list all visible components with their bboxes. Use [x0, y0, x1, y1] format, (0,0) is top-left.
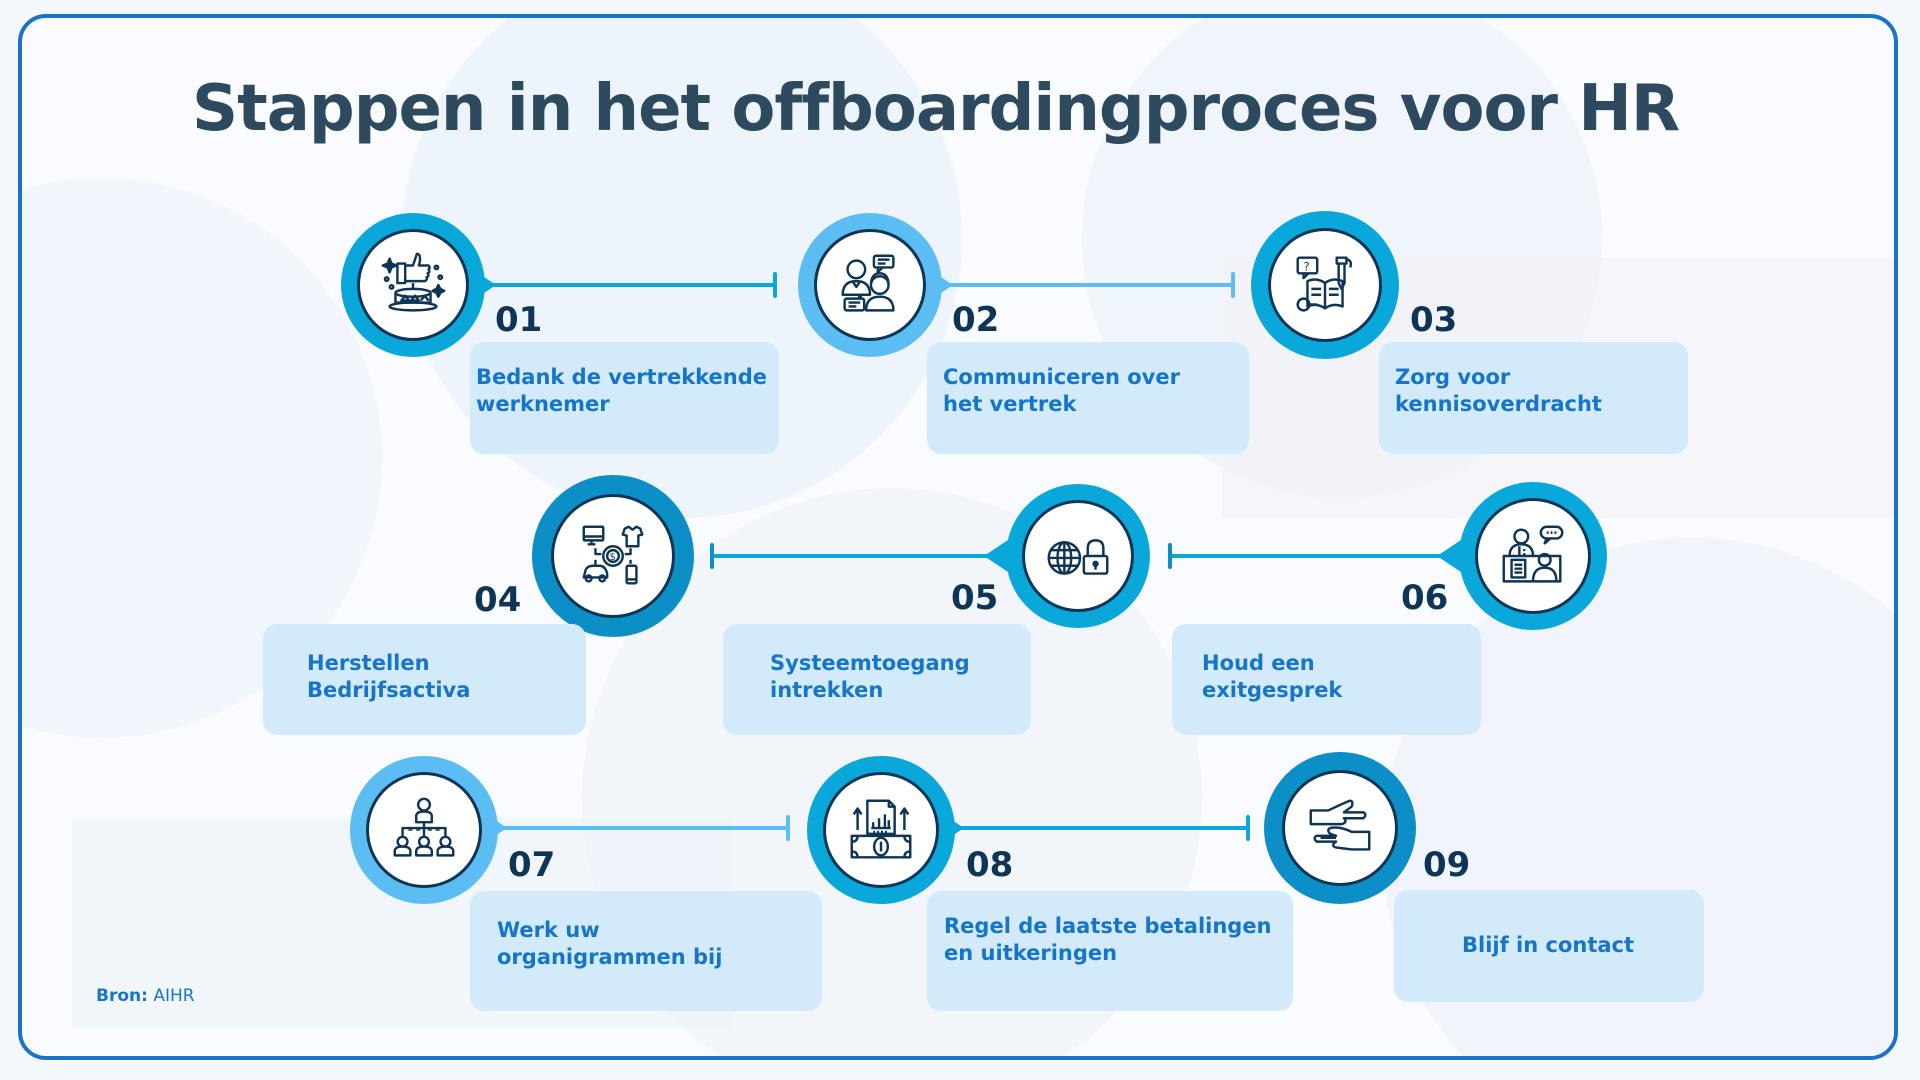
step-icon-holder: $ — [551, 494, 675, 618]
people-conversation-icon — [841, 254, 895, 312]
payment-report-icon — [850, 799, 912, 859]
globe-lock-icon — [1047, 539, 1109, 575]
step-label: Houd een exitgesprek — [1202, 651, 1343, 702]
step-number: 02 — [952, 300, 1000, 340]
connector-line-05-04 — [712, 554, 1002, 558]
step-card: Communiceren over het vertrek — [927, 342, 1249, 454]
step-card: Regel de laatste betalingen en uitkering… — [927, 891, 1293, 1011]
connector-cap — [1231, 272, 1235, 298]
step-number: 06 — [1401, 578, 1449, 618]
step-label: Bedank de vertrekkende werknemer — [476, 365, 768, 416]
step-card: Houd een exitgesprek — [1172, 624, 1481, 735]
step-card: Herstellen Bedrijfsactiva — [263, 624, 586, 735]
step-icon-holder: ? — [1268, 228, 1382, 342]
step-card: Systeemtoegang intrekken — [723, 624, 1031, 735]
step-label: Werk uw organigrammen bij — [497, 918, 723, 969]
step-label: Communiceren over het vertrek — [943, 365, 1180, 416]
step-number: 01 — [495, 300, 543, 340]
knowledge-book-icon: ? — [1296, 256, 1353, 312]
connector-line-08-09 — [958, 826, 1248, 830]
step-label: Zorg voor kennisoverdracht — [1395, 365, 1602, 416]
source-credit: Bron: AIHR — [96, 986, 195, 1006]
source-value: AIHR — [153, 986, 195, 1006]
connector-cap — [1246, 815, 1250, 841]
step-number: 09 — [1423, 845, 1471, 885]
company-assets-icon: $ — [582, 525, 644, 585]
step-label: Blijf in contact — [1462, 933, 1635, 957]
step-number: 07 — [508, 845, 556, 885]
step-card: Blijf in contact — [1394, 890, 1704, 1002]
step-icon-holder — [1475, 498, 1591, 614]
step-icon-holder — [823, 772, 939, 888]
connector-cap — [710, 543, 714, 569]
connector-line-01-02 — [490, 283, 775, 287]
step-card: Werk uw organigrammen bij — [470, 891, 822, 1011]
step-number: 08 — [966, 845, 1014, 885]
step-icon-holder — [357, 229, 469, 341]
step-label: Regel de laatste betalingen en uitkering… — [944, 914, 1272, 965]
handshake-icon — [1309, 799, 1371, 851]
connector-cap — [773, 272, 777, 298]
step-card: Zorg voor kennisoverdracht — [1379, 342, 1688, 454]
org-chart-icon — [393, 797, 455, 857]
step-number: 05 — [951, 578, 999, 618]
exit-interview-icon — [1502, 525, 1564, 583]
step-icon-holder — [814, 229, 926, 341]
connector-cap — [1168, 543, 1172, 569]
step-icon-holder — [1282, 770, 1398, 886]
step-icon-holder — [1022, 500, 1134, 612]
step-label: Systeemtoegang intrekken — [770, 651, 970, 702]
step-label: Herstellen Bedrijfsactiva — [307, 651, 471, 702]
svg-text:?: ? — [1304, 259, 1310, 273]
svg-text:$: $ — [610, 552, 616, 563]
connector-line-07-08 — [500, 826, 788, 830]
connector-line-02-03 — [948, 283, 1233, 287]
source-label: Bron: — [96, 986, 148, 1006]
step-card: Bedank de vertrekkende werknemer — [470, 342, 779, 454]
step-icon-holder — [366, 772, 482, 888]
step-number: 03 — [1410, 300, 1458, 340]
thumbs-up-trophy-icon — [381, 252, 446, 312]
page-title: Stappen in het offboardingproces voor HR — [192, 72, 1680, 146]
step-number: 04 — [474, 580, 522, 620]
connector-cap — [786, 815, 790, 841]
connector-line-06-05 — [1170, 554, 1460, 558]
